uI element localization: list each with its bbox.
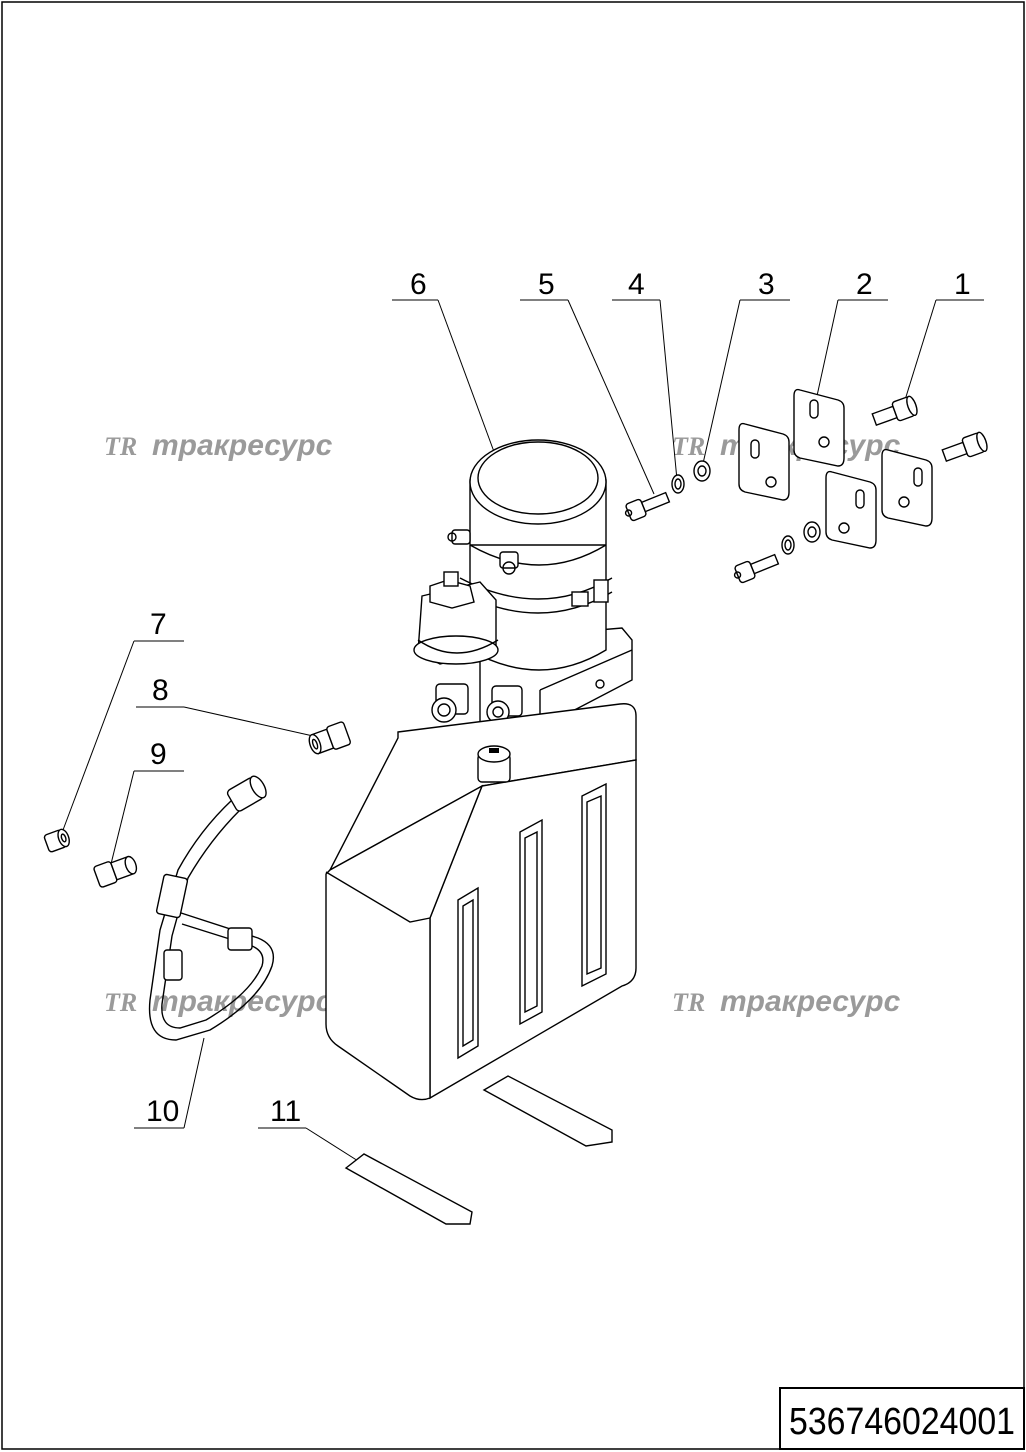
callout-number: 11 xyxy=(270,1095,301,1128)
callout-6: 6 xyxy=(392,268,501,469)
watermark-logo: TR xyxy=(104,432,137,461)
callout-8: 8 xyxy=(136,674,323,739)
callout-number: 1 xyxy=(954,268,971,301)
part-7-plug xyxy=(43,828,70,853)
callout-number: 3 xyxy=(758,268,775,301)
part-9-adapter xyxy=(93,855,138,888)
callout-number: 2 xyxy=(856,268,873,301)
callout-number: 5 xyxy=(538,268,555,301)
callout-1: 1 xyxy=(904,268,984,401)
part-10-hose xyxy=(148,775,275,1041)
part-2-bracket xyxy=(738,388,933,549)
callout-number: 6 xyxy=(410,268,427,301)
callout-10: 10 xyxy=(134,1037,205,1129)
part-11-pad xyxy=(344,1075,613,1225)
oil-tank xyxy=(325,703,637,1101)
callout-9: 9 xyxy=(109,738,184,869)
watermark-1: TR тракресурс xyxy=(104,429,333,462)
callout-number: 9 xyxy=(150,738,167,771)
watermark-4: TR тракресурс xyxy=(672,985,901,1018)
callout-4: 4 xyxy=(612,268,678,481)
callout-5: 5 xyxy=(520,268,655,495)
part-3-washer xyxy=(693,460,821,543)
part-5-cap-screw xyxy=(624,491,780,584)
part-4-lock-washer xyxy=(671,474,795,555)
watermark-logo: TR xyxy=(104,988,137,1017)
callout-11: 11 xyxy=(258,1095,367,1167)
watermark-logo: TR xyxy=(672,988,705,1017)
watermark-text: тракресурс xyxy=(152,429,333,462)
watermark-3: TR тракресурс xyxy=(104,985,333,1018)
document-number: 536746024001 xyxy=(789,1401,1015,1443)
part-6-power-unit xyxy=(413,439,633,729)
callout-7: 7 xyxy=(59,608,184,839)
document-number-box: 536746024001 xyxy=(779,1387,1025,1450)
watermark-logo: TR xyxy=(672,432,705,461)
callout-3: 3 xyxy=(701,268,790,469)
watermark-text: тракресурс xyxy=(720,985,901,1018)
callout-number: 8 xyxy=(152,674,169,707)
part-1-bolt xyxy=(871,395,988,463)
watermark-text: тракресурс xyxy=(152,985,333,1018)
callout-number: 7 xyxy=(150,608,167,641)
callout-2: 2 xyxy=(814,268,888,406)
callout-number: 10 xyxy=(146,1095,179,1128)
part-8-adapter xyxy=(308,721,351,755)
callout-number: 4 xyxy=(628,268,645,301)
